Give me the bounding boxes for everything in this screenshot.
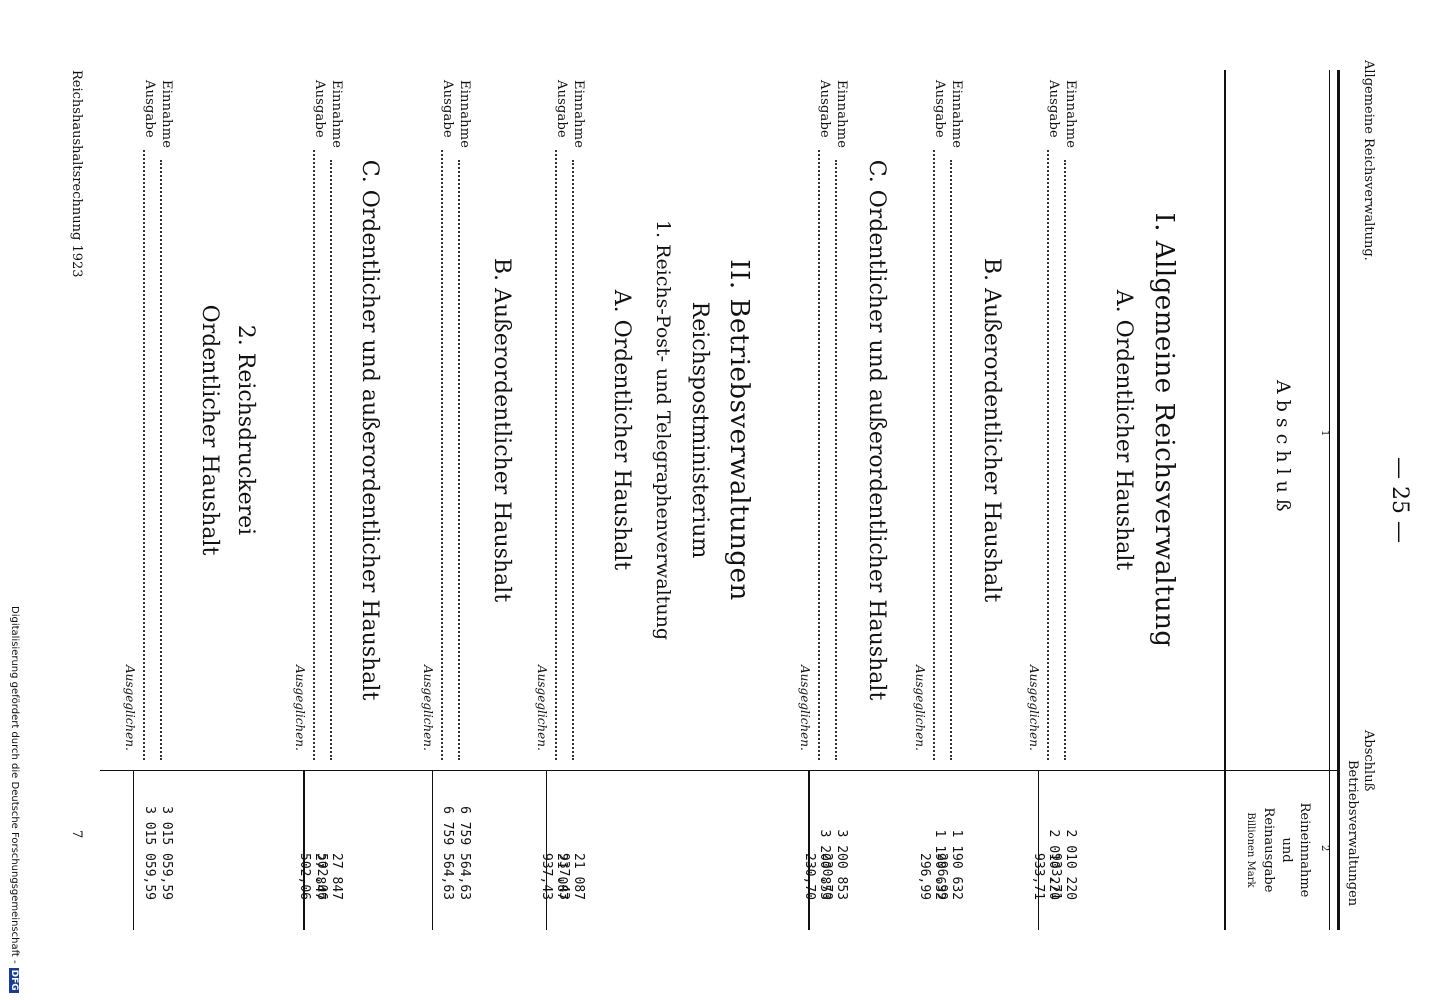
leader-dots bbox=[933, 150, 935, 760]
ii-2-einnahme-value: 3 015 059,59 bbox=[159, 806, 174, 900]
footer-left: Reichshaushaltsrechnung 1923 bbox=[69, 70, 84, 278]
section-ii-1c-title: C. Ordentlicher und außerordentlicher Ha… bbox=[357, 159, 382, 701]
ia-ausgabe-label: Ausgabe bbox=[1046, 80, 1061, 138]
leader-dots bbox=[555, 150, 557, 760]
ii-1b-ausgabe-label: Ausgabe bbox=[440, 80, 455, 138]
leader-dots bbox=[950, 160, 952, 760]
header-subtitle-right: Betriebsverwaltungen bbox=[1345, 760, 1360, 907]
ia-ausgabe-value: 2 010 220 933,71 bbox=[1031, 829, 1061, 900]
table-column-divider bbox=[100, 770, 1340, 771]
sum-rule bbox=[808, 770, 810, 930]
ii-1b-ausgeglichen: Ausgeglichen. bbox=[421, 665, 435, 751]
header-page-number: — 25 — bbox=[1387, 457, 1412, 543]
ii-1a-ausgabe-label: Ausgabe bbox=[554, 80, 569, 138]
ii-1a-einnahme-label: Einnahme bbox=[571, 80, 586, 149]
ii-1a-ausgabe-value: 21 087 937,43 bbox=[539, 853, 569, 900]
ii-2-einnahme-label: Einnahme bbox=[159, 80, 174, 149]
sum-rule bbox=[303, 770, 305, 930]
section-ii-1-title2: 1. Reichs-Post- und Telegraphenverwaltun… bbox=[652, 219, 674, 641]
dfg-logo: DFG bbox=[9, 967, 19, 993]
ii-2-ausgabe-value: 3 015 059,59 bbox=[142, 806, 157, 900]
leader-dots bbox=[313, 150, 315, 760]
leader-dots bbox=[1047, 150, 1049, 760]
ii-1b-einnahme-label: Einnahme bbox=[457, 80, 472, 149]
leader-dots bbox=[835, 160, 837, 760]
sum-rule bbox=[546, 770, 547, 930]
section-ii-1-title1: Reichspostministerium bbox=[687, 301, 712, 559]
ii-1a-ausgeglichen: Ausgeglichen. bbox=[535, 665, 549, 751]
ii-1c-ausgeglichen: Ausgeglichen. bbox=[293, 665, 307, 751]
ia-ausgeglichen: Ausgeglichen. bbox=[1027, 665, 1041, 751]
leader-dots bbox=[572, 160, 574, 760]
digitization-note: Digitalisierung gefördert durch die Deut… bbox=[9, 606, 20, 993]
col2-line3: Reinausgabe bbox=[1261, 807, 1276, 893]
ii-1b-ausgabe-value: 6 759 564,63 bbox=[440, 806, 455, 900]
leader-dots bbox=[441, 150, 443, 760]
ic-ausgeglichen: Ausgeglichen. bbox=[798, 665, 812, 751]
ii-2-ausgeglichen: Ausgeglichen. bbox=[123, 665, 137, 751]
col2-unit: Billionen Mark bbox=[1245, 812, 1256, 888]
ii-1c-ausgabe-value: 27 847 502,06 bbox=[297, 853, 327, 900]
table-header-rule bbox=[1224, 70, 1226, 930]
footer-right: 7 bbox=[69, 830, 84, 839]
ib-ausgeglichen: Ausgeglichen. bbox=[913, 665, 927, 751]
col2-number: 2 bbox=[1319, 845, 1330, 852]
ib-einnahme-label: Einnahme bbox=[949, 80, 964, 149]
table-top-rule bbox=[1337, 70, 1340, 930]
section-ib-title: B. Außerordentlicher Haushalt bbox=[979, 257, 1004, 603]
header-title: Abschluß bbox=[1361, 730, 1376, 792]
col1-title: Abschluß bbox=[1272, 380, 1294, 518]
table-top-rule-thin bbox=[1329, 70, 1330, 930]
section-ii-2-title2: Ordentlicher Haushalt bbox=[197, 304, 222, 556]
section-ii-2-title1: 2. Reichsdruckerei bbox=[233, 324, 258, 536]
section-ia-title: A. Ordentlicher Haushalt bbox=[1111, 289, 1136, 571]
col1-number: 1 bbox=[1319, 430, 1330, 437]
col2-line2: und bbox=[1279, 837, 1294, 863]
leader-dots bbox=[458, 160, 460, 760]
ii-1b-einnahme-value: 6 759 564,63 bbox=[457, 806, 472, 900]
section-ii-1b-title: B. Außerordentlicher Haushalt bbox=[489, 257, 514, 603]
ib-ausgabe-label: Ausgabe bbox=[932, 80, 947, 138]
col2-line1: Reineinnahme bbox=[1297, 802, 1312, 898]
sum-rule bbox=[133, 770, 134, 930]
ib-ausgabe-value: 1 190 632 296,99 bbox=[917, 829, 947, 900]
ic-ausgabe-value: 3 200 853 230,70 bbox=[802, 829, 832, 900]
section-i-title: I. Allgemeine Reichsverwaltung bbox=[1149, 212, 1179, 648]
section-ii-title: II. Betriebsverwaltungen bbox=[724, 259, 754, 601]
sum-rule bbox=[432, 770, 433, 930]
leader-dots bbox=[330, 160, 332, 760]
leader-dots bbox=[160, 160, 162, 760]
ic-ausgabe-label: Ausgabe bbox=[817, 80, 832, 138]
ia-einnahme-label: Einnahme bbox=[1063, 80, 1078, 149]
section-ii-1a-title: A. Ordentlicher Haushalt bbox=[609, 289, 634, 571]
leader-dots bbox=[1064, 160, 1066, 760]
ii-1c-einnahme-label: Einnahme bbox=[329, 80, 344, 149]
digitization-text: Digitalisierung gefördert durch die Deut… bbox=[9, 606, 20, 964]
leader-dots bbox=[818, 150, 820, 760]
ii-1c-ausgabe-label: Ausgabe bbox=[312, 80, 327, 138]
ii-2-ausgabe-label: Ausgabe bbox=[142, 80, 157, 138]
header-subtitle-left: Allgemeine Reichsverwaltung. bbox=[1361, 60, 1376, 261]
ic-einnahme-label: Einnahme bbox=[834, 80, 849, 149]
leader-dots bbox=[143, 150, 145, 760]
sum-rule bbox=[1038, 770, 1039, 930]
section-ic-title: C. Ordentlicher und außerordentlicher Ha… bbox=[864, 159, 889, 701]
